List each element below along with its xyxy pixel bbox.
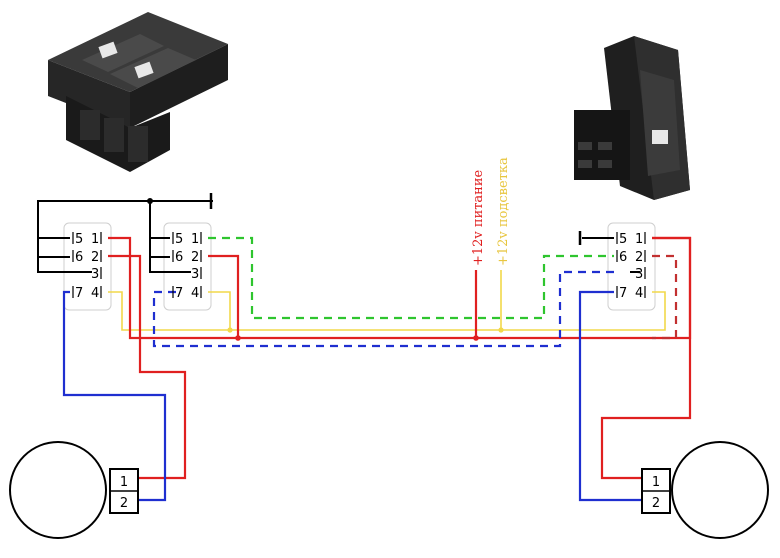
power-feed-dot [473,335,479,341]
left-motor-wires [62,254,187,502]
ground-junction-dot [147,198,153,204]
left-motor [9,441,107,539]
pin-2: 2 [91,250,99,265]
double-window-switch-icon [48,12,228,172]
pin-7: 7 [619,286,627,301]
right-motor [671,441,769,539]
backlight-junction-dot [227,327,233,333]
pins-right: 5 1 6 2 3 7 4 [616,232,646,301]
pin-5: 5 [619,232,627,247]
pin-5: 5 [175,232,183,247]
switch-connector-left-b [163,222,212,311]
pin-7: 7 [175,286,183,301]
pin-5: 5 [75,232,83,247]
pin-3: 3 [635,267,643,282]
control-line-red [652,254,678,340]
pin-6: 6 [619,250,627,265]
pin-2: 2 [191,250,199,265]
pin-3: 3 [91,267,99,282]
control-line-blue [152,270,614,348]
power-junction-dot [235,335,241,341]
pin-6: 6 [175,250,183,265]
pin-3: 3 [191,267,199,282]
power-label: +12v питание [471,169,486,266]
pin-4: 4 [635,286,643,301]
pin-1: 1 [191,232,199,247]
left-motor-terminal-1: 1 [120,475,128,490]
pin-4: 4 [191,286,199,301]
single-window-switch-icon [574,36,690,200]
pin-2: 2 [635,250,643,265]
pin-1: 1 [635,232,643,247]
control-line-green [208,236,614,320]
right-motor-terminal-2: 2 [652,496,660,511]
right-motor-terminal-1: 1 [652,475,660,490]
right-motor-wires [578,236,692,502]
pins-left-a: 5 1 6 2 3 7 4 [72,232,102,301]
ground-wires [37,193,640,273]
switch-connector-right [607,222,656,311]
pin-6: 6 [75,250,83,265]
pin-1: 1 [91,232,99,247]
pins-left-b: 5 1 6 2 3 7 4 [172,232,202,301]
pin-7: 7 [75,286,83,301]
left-motor-terminal-2: 2 [120,496,128,511]
backlight-wires [108,270,666,331]
switch-connector-left-a [63,222,112,311]
backlight-feed-dot [498,327,504,333]
pin-4: 4 [91,286,99,301]
backlight-label: +12v подсветка [496,157,511,266]
